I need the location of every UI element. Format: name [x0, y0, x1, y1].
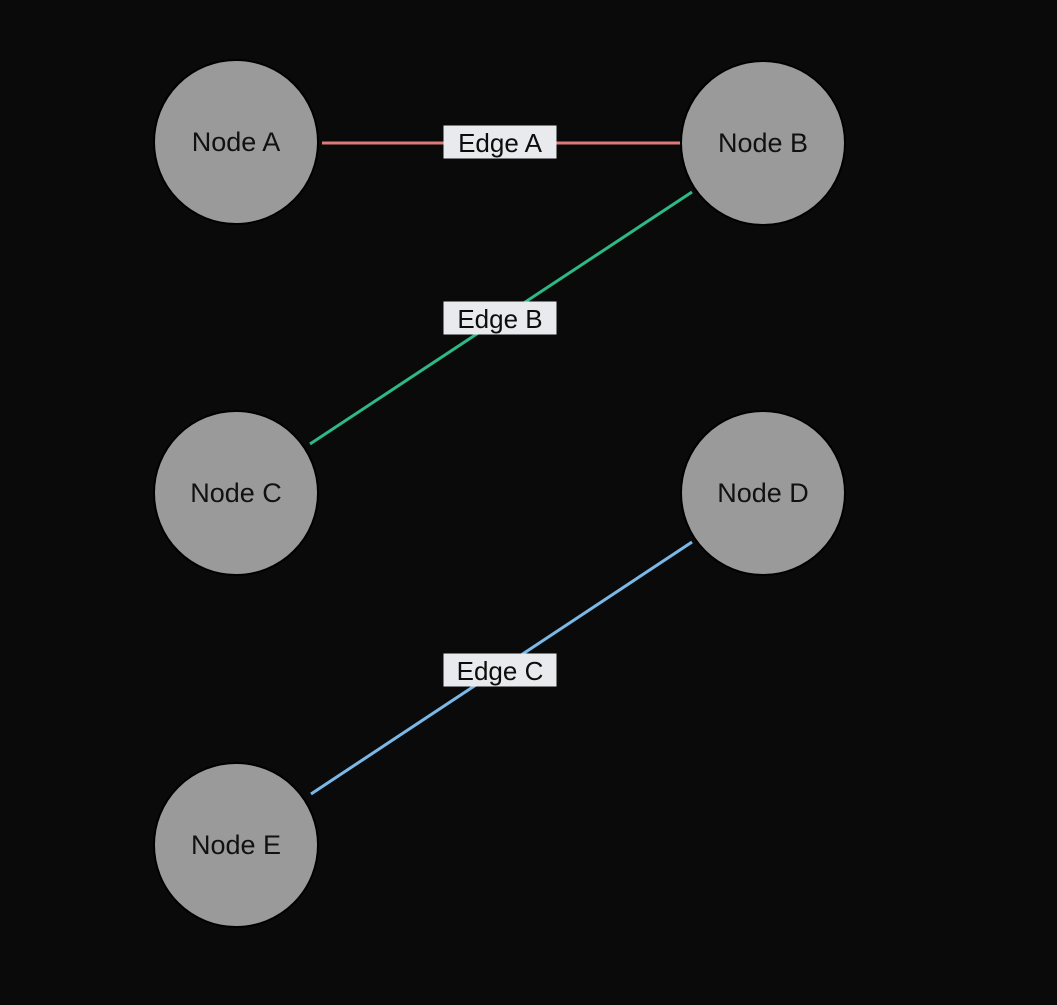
edge-label-box-edge-b	[443, 301, 557, 335]
edge-label-box-edge-a	[443, 125, 557, 159]
node-d[interactable]: Node D	[680, 410, 846, 576]
node-b[interactable]: Node B	[680, 60, 846, 226]
node-circle-c[interactable]	[153, 410, 319, 576]
nodes-layer: Node A Node B Node C Node D Node E	[153, 59, 846, 928]
edge-label-edge-b[interactable]: Edge B	[443, 301, 557, 335]
edge-label-edge-a[interactable]: Edge A	[443, 125, 557, 159]
edge-label-box-edge-c	[443, 653, 557, 687]
edge-labels-layer: Edge A Edge B Edge C	[443, 125, 557, 687]
node-c[interactable]: Node C	[153, 410, 319, 576]
node-circle-e[interactable]	[153, 762, 319, 928]
node-circle-b[interactable]	[680, 60, 846, 226]
edge-label-edge-c[interactable]: Edge C	[443, 653, 557, 687]
node-circle-d[interactable]	[680, 410, 846, 576]
edges-layer	[309, 141, 693, 796]
node-e[interactable]: Node E	[153, 762, 319, 928]
node-circle-a[interactable]	[153, 59, 319, 225]
node-a[interactable]: Node A	[153, 59, 319, 225]
